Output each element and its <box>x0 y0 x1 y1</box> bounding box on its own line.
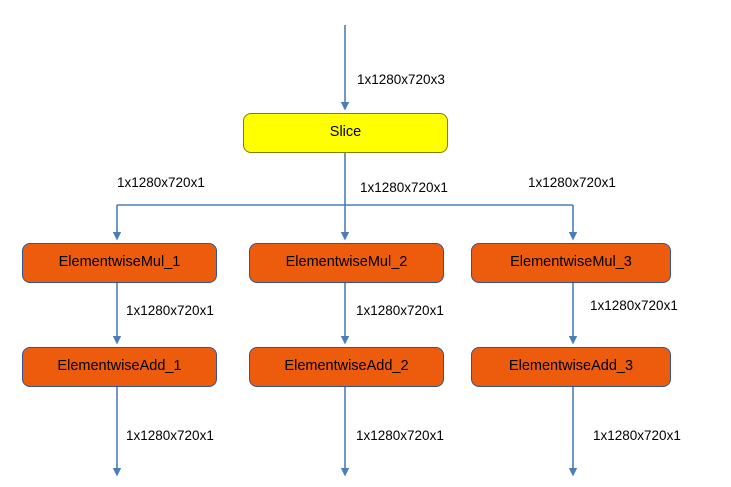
edge-label-input-slice: 1x1280x720x3 <box>357 72 445 87</box>
node-slice[interactable]: Slice <box>243 113 448 153</box>
edge-label-mul2-add2: 1x1280x720x1 <box>356 303 444 318</box>
node-elementwiseadd-1[interactable]: ElementwiseAdd_1 <box>22 347 217 387</box>
edge-label-slice-mul1: 1x1280x720x1 <box>117 175 205 190</box>
node-elementwisemul-3[interactable]: ElementwiseMul_3 <box>471 243 671 283</box>
edge-label-slice-mul2: 1x1280x720x1 <box>360 180 448 195</box>
edge-label-mul1-add1: 1x1280x720x1 <box>126 303 214 318</box>
node-elementwisemul-1[interactable]: ElementwiseMul_1 <box>22 243 217 283</box>
node-elementwiseadd-1-label: ElementwiseAdd_1 <box>57 358 182 375</box>
node-slice-label: Slice <box>329 124 362 141</box>
edge-label-add3-output: 1x1280x720x1 <box>593 428 681 443</box>
node-elementwisemul-3-label: ElementwiseMul_3 <box>510 254 632 271</box>
node-elementwisemul-1-label: ElementwiseMul_1 <box>58 254 181 271</box>
edge-label-add2-output: 1x1280x720x1 <box>356 428 444 443</box>
edge-label-mul3-add3: 1x1280x720x1 <box>590 298 678 313</box>
node-elementwisemul-2[interactable]: ElementwiseMul_2 <box>249 243 444 283</box>
node-elementwiseadd-2[interactable]: ElementwiseAdd_2 <box>249 347 444 387</box>
edge-label-add1-output: 1x1280x720x1 <box>126 428 214 443</box>
node-elementwiseadd-3[interactable]: ElementwiseAdd_3 <box>471 347 671 387</box>
node-elementwiseadd-3-label: ElementwiseAdd_3 <box>508 358 634 375</box>
edge-label-slice-mul3: 1x1280x720x1 <box>528 175 616 190</box>
node-elementwiseadd-2-label: ElementwiseAdd_2 <box>284 358 409 375</box>
node-elementwisemul-2-label: ElementwiseMul_2 <box>285 254 408 271</box>
